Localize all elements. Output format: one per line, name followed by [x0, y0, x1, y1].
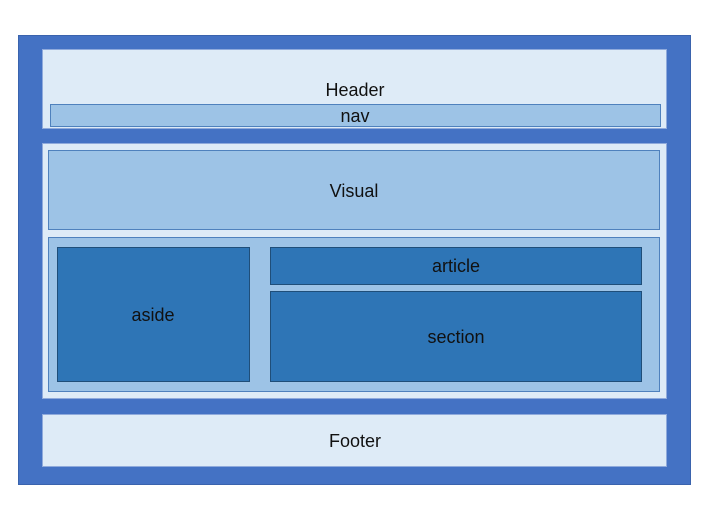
- article-label: article: [431, 256, 481, 276]
- visual-block: [48, 150, 660, 230]
- visual-label: Visual: [329, 181, 379, 201]
- section-label: section: [427, 327, 485, 347]
- article-block: [270, 247, 642, 285]
- aside-block: [57, 247, 250, 382]
- aside-label: aside: [131, 305, 175, 325]
- footer-block: [42, 414, 667, 467]
- nav-block: [50, 104, 661, 127]
- header-label: Header: [325, 80, 385, 100]
- nav-label: nav: [340, 106, 370, 126]
- footer-label: Footer: [328, 431, 382, 451]
- section-block: [270, 291, 642, 382]
